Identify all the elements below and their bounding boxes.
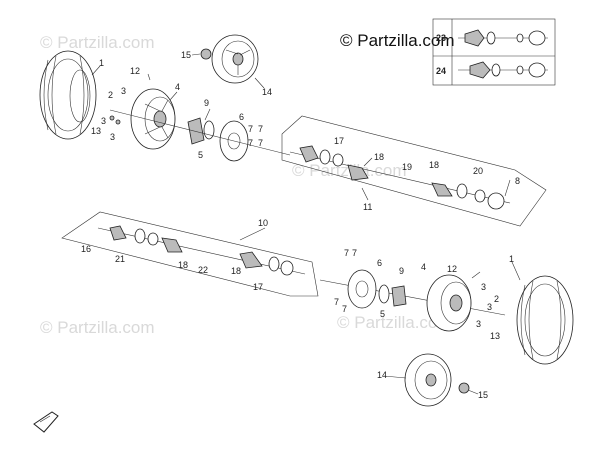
callout-17: 17 <box>253 282 263 292</box>
inset-shaft-23 <box>458 29 548 47</box>
inset-box: 23 24 <box>432 18 556 86</box>
callout-8: 8 <box>515 176 520 186</box>
leader-lines <box>91 53 521 395</box>
front-rim-bottom <box>426 274 472 332</box>
callout-13: 13 <box>490 331 500 341</box>
inset-shaft-24 <box>458 61 548 79</box>
callout-21: 21 <box>115 254 125 264</box>
rim-top-spare <box>200 34 259 84</box>
callout-9: 9 <box>204 98 209 108</box>
callout-7: 7 <box>342 304 347 314</box>
callout-12: 12 <box>447 264 457 274</box>
callout-9: 9 <box>399 266 404 276</box>
callout-1: 1 <box>509 254 514 264</box>
callout-3: 3 <box>121 86 126 96</box>
callout-14: 14 <box>262 87 272 97</box>
callouts: 1 1 2 2 3 3 3 3 3 3 4 4 5 5 6 6 7 7 7 7 … <box>81 50 520 400</box>
callout-2: 2 <box>108 90 113 100</box>
callout-3: 3 <box>487 302 492 312</box>
callout-3: 3 <box>476 319 481 329</box>
hub-assembly-top <box>109 109 291 162</box>
callout-6: 6 <box>239 112 244 122</box>
watermark: © Partzilla.com <box>40 318 155 337</box>
callout-18: 18 <box>429 160 439 170</box>
callout-7: 7 <box>334 297 339 307</box>
front-tire-top <box>39 50 97 140</box>
callout-4: 4 <box>175 82 180 92</box>
callout-7: 7 <box>248 138 253 148</box>
inset-row-24-label: 24 <box>436 66 446 76</box>
callout-22: 22 <box>198 265 208 275</box>
drive-shaft-box-top <box>281 115 547 227</box>
callout-20: 20 <box>473 166 483 176</box>
callout-12: 12 <box>130 66 140 76</box>
callout-19: 19 <box>402 162 412 172</box>
callout-7: 7 <box>258 138 263 148</box>
rim-bottom-spare <box>404 353 470 407</box>
callout-18: 18 <box>231 266 241 276</box>
callout-4: 4 <box>421 262 426 272</box>
callout-1: 1 <box>99 58 104 68</box>
callout-15: 15 <box>181 50 191 60</box>
callout-6: 6 <box>377 258 382 268</box>
callout-18: 18 <box>178 260 188 270</box>
front-rim-top <box>130 88 176 150</box>
callout-7: 7 <box>352 248 357 258</box>
callout-5: 5 <box>380 309 385 319</box>
callout-7: 7 <box>248 124 253 134</box>
callout-3: 3 <box>101 116 106 126</box>
callout-7: 7 <box>258 124 263 134</box>
callout-16: 16 <box>81 244 91 254</box>
callout-18: 18 <box>374 152 384 162</box>
inset-row-23-label: 23 <box>436 33 446 43</box>
callout-5: 5 <box>198 150 203 160</box>
callout-11: 11 <box>363 202 372 212</box>
callout-7: 7 <box>344 248 349 258</box>
callout-13: 13 <box>91 126 101 136</box>
callout-3: 3 <box>481 282 486 292</box>
watermark: © Partzilla.com <box>337 313 452 332</box>
front-tire-bottom <box>516 275 574 365</box>
callout-3: 3 <box>110 132 115 142</box>
callout-14: 14 <box>377 370 387 380</box>
callout-10: 10 <box>258 218 268 228</box>
hub-assembly-bottom <box>319 269 506 316</box>
partzilla-watermark: © Partzilla.com <box>340 31 455 50</box>
callout-17: 17 <box>334 136 344 146</box>
callout-2: 2 <box>494 294 499 304</box>
watermark: © Partzilla.com <box>40 33 155 52</box>
callout-15: 15 <box>478 390 488 400</box>
manufacturer-logo <box>33 411 59 433</box>
drive-shaft-box-bottom <box>61 211 319 297</box>
